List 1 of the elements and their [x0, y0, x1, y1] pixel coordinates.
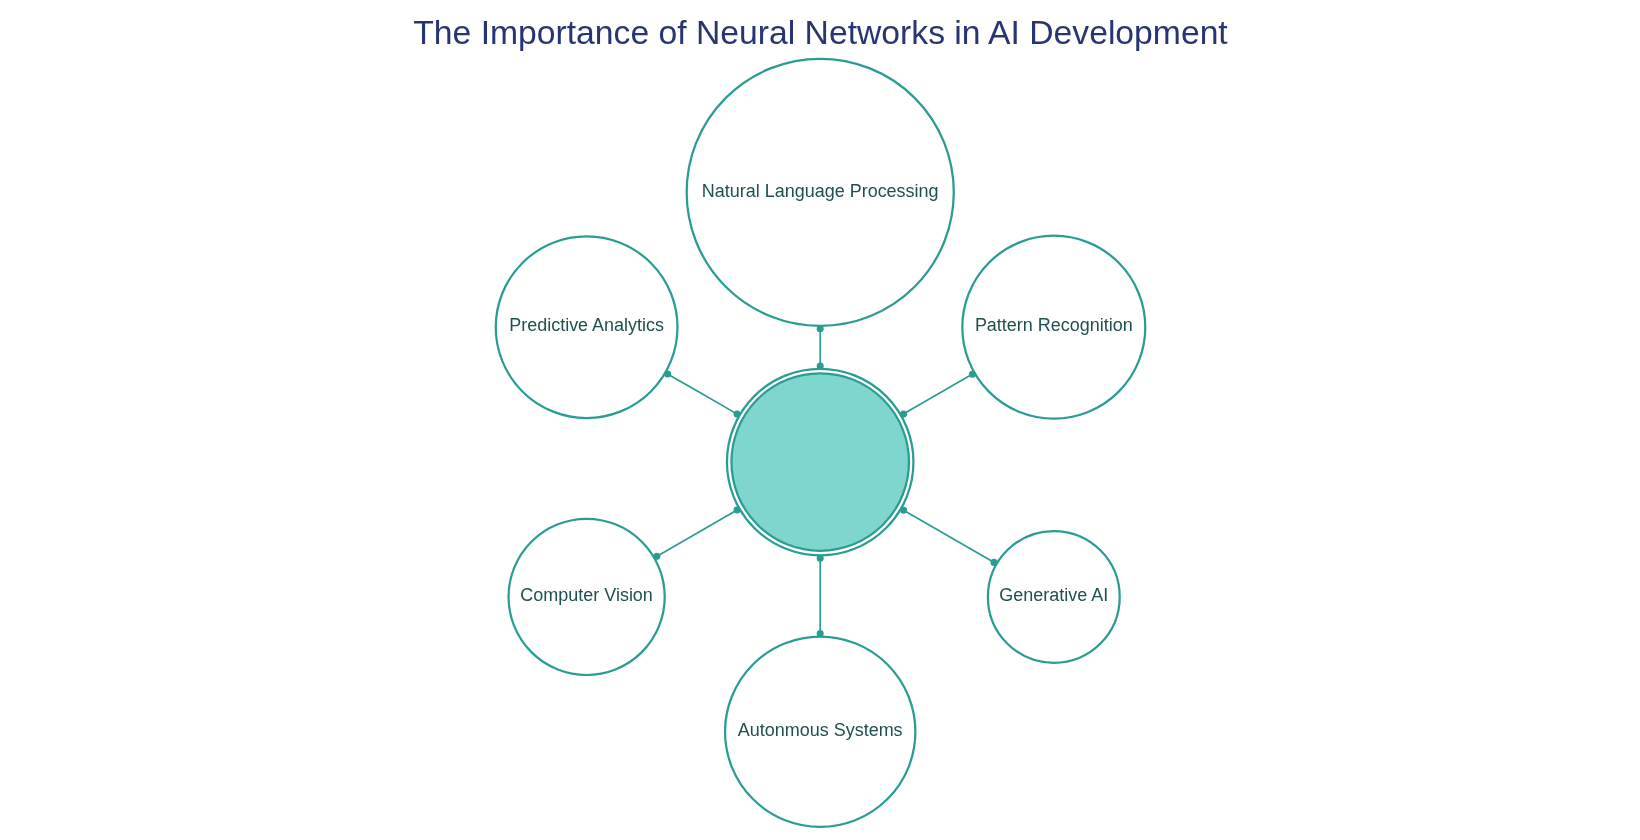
diagram-title: The Importance of Neural Networks in AI Development — [412, 13, 1228, 52]
